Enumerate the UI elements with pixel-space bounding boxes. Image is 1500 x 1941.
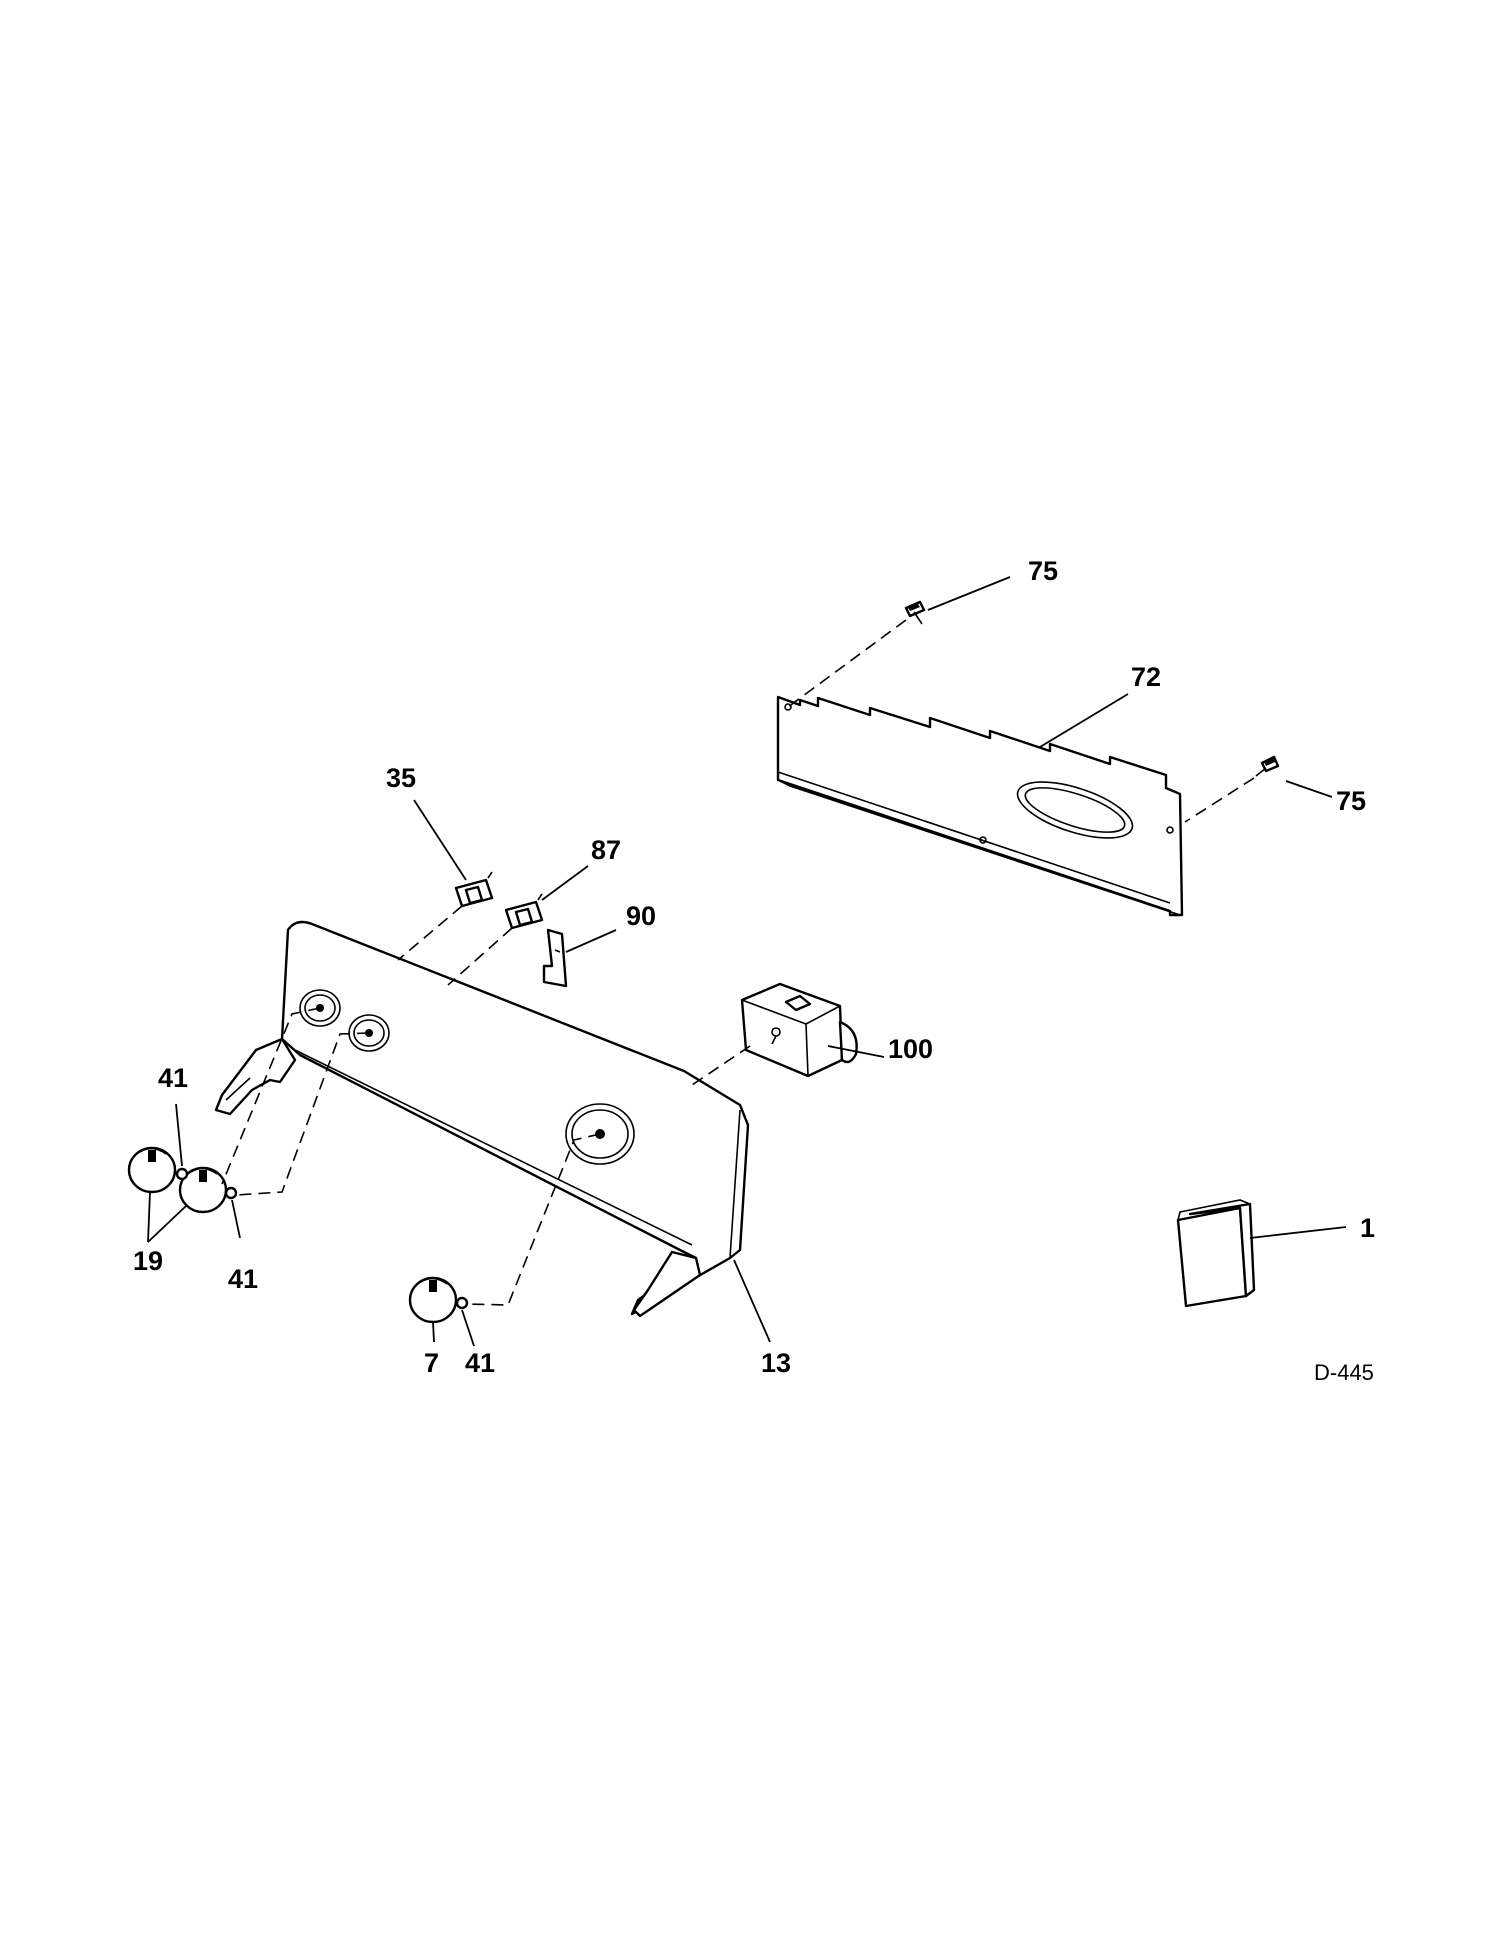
control-panel	[214, 920, 750, 1318]
leader-41c	[461, 1309, 475, 1347]
callout-1: 1	[1360, 1213, 1375, 1243]
leader-41a	[175, 1103, 183, 1167]
callout-75-top: 75	[1028, 556, 1058, 586]
callout-41-upper: 41	[158, 1063, 188, 1093]
callout-19: 19	[133, 1246, 163, 1276]
callout-13: 13	[761, 1348, 791, 1378]
leader-41b	[231, 1199, 241, 1239]
callout-72: 72	[1131, 662, 1161, 692]
switch-35	[454, 871, 494, 908]
callout-41-middle: 41	[228, 1264, 258, 1294]
callout-100: 100	[888, 1034, 933, 1064]
callout-35: 35	[386, 763, 416, 793]
callout-7: 7	[424, 1348, 439, 1378]
rear-cover-panel	[776, 695, 1184, 917]
leader-7	[432, 1321, 435, 1343]
callout-41-lower: 41	[465, 1348, 495, 1378]
leader-35	[413, 799, 467, 881]
leader-75a	[927, 576, 1011, 611]
callout-90: 90	[626, 901, 656, 931]
owners-manual-1	[1176, 1199, 1256, 1308]
screw-right	[1255, 755, 1280, 777]
leader-1	[1249, 1226, 1347, 1239]
leader-13	[733, 1259, 771, 1343]
leader-75b	[1285, 780, 1333, 798]
callout-75-right: 75	[1336, 786, 1366, 816]
ring-41-c	[455, 1296, 469, 1310]
knob-7	[408, 1276, 458, 1324]
callout-87: 87	[591, 835, 621, 865]
knob-19-left	[127, 1146, 177, 1194]
ring-41-b	[224, 1186, 238, 1200]
screw-top	[904, 600, 926, 625]
drawing-code: D-445	[1314, 1360, 1374, 1385]
ring-41-a	[175, 1167, 189, 1181]
bracket-90	[542, 928, 568, 988]
switch-87	[504, 893, 544, 930]
leader-72	[1039, 693, 1129, 748]
timer-100	[740, 982, 858, 1078]
leader-19	[147, 1191, 187, 1243]
leader-87	[541, 865, 589, 901]
leader-100	[827, 1045, 885, 1058]
leader-90	[565, 929, 617, 953]
